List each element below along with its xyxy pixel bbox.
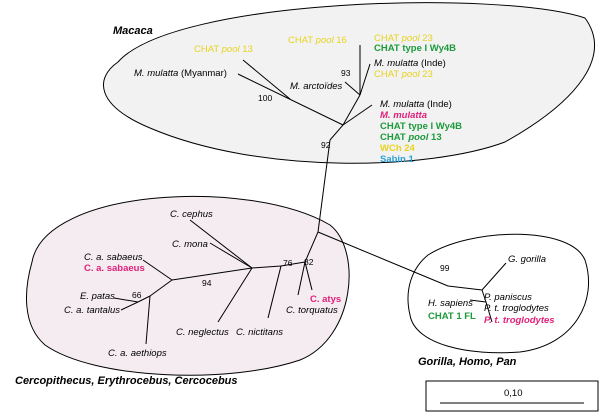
edge-93-arctoides (344, 81, 361, 96)
tree-edges (113, 45, 507, 345)
label-h-sapiens: H. sapiens (428, 298, 473, 309)
label-chat1fl: CHAT 1 FL (428, 311, 476, 322)
label-c-a-aethiops: C. a. aethiops (108, 348, 167, 359)
label-c-a-tantalus: C. a. tantalus (64, 305, 120, 316)
edge-94-sabaeus (142, 259, 173, 281)
region-hominids (407, 233, 589, 354)
edge-66-tantalus (120, 301, 139, 311)
label-p-t-troglodytes-pink: P. t. troglodytes (484, 315, 555, 326)
edge-aethiops (145, 295, 151, 345)
label-c-a-sabaeus-pink: C. a. sabaeus (84, 263, 145, 274)
edge-to-hominids (317, 231, 449, 287)
label-c-nictitans: C. nictitans (236, 327, 283, 338)
label-c-a-sabaeus: C. a. sabaeus (84, 252, 143, 263)
edge-cephus (189, 219, 253, 269)
group-label-cercopithecus: Cercopithecus, Erythrocebus, Cercocebus (15, 375, 238, 387)
edge-pan (485, 301, 493, 323)
label-c-cephus: C. cephus (170, 209, 213, 220)
edge-homo (469, 299, 487, 303)
edge-66-patas (113, 297, 139, 303)
group-label-macaca: Macaca (113, 25, 153, 37)
edge-82-torq (297, 261, 306, 296)
label-g-gorilla: G. gorilla (508, 254, 546, 265)
edge-to-93 (342, 94, 361, 126)
bootstrap-82: 82 (304, 257, 314, 267)
label-c-mona: C. mona (172, 239, 208, 250)
label-mm-inde-a: M. mulatta (Inde) (374, 58, 446, 69)
label-m-mulatta-pink: M. mulatta (380, 110, 427, 121)
edge-to-cerco (304, 231, 319, 263)
label-p-paniscus: P. paniscus (484, 292, 532, 303)
bootstrap-94: 94 (202, 278, 212, 288)
label-chat-type-a: CHAT type I Wy4B (374, 43, 456, 54)
bootstrap-92: 92 (321, 140, 331, 150)
edge-94-inner (149, 279, 173, 297)
edge-93-inde-a (359, 63, 371, 96)
edge-neglectus (217, 267, 253, 323)
bootstrap-100: 100 (258, 93, 272, 103)
bootstrap-99: 99 (440, 263, 450, 273)
bootstrap-76: 76 (283, 258, 293, 268)
edge-mona (209, 242, 253, 269)
group-label-hominids: Gorilla, Homo, Pan (418, 356, 517, 368)
label-mm-inde-b: M. mulatta (Inde) (380, 99, 452, 110)
bootstrap-93: 93 (341, 68, 351, 78)
edge-trunk (317, 139, 331, 233)
label-m-arctoides: M. arctoïdes (290, 81, 343, 92)
label-mm-myanmar: M. mulatta (Myanmar) (134, 68, 227, 79)
edge-76-nict (267, 265, 282, 319)
edge-mm-inde-b (342, 104, 373, 126)
label-c-torquatus: C. torquatus (286, 305, 338, 316)
label-c-atys: C. atys (310, 294, 341, 305)
label-wch24: WCh 24 (380, 143, 416, 154)
edge-pan-homo (481, 289, 487, 303)
edge-hom-stem (447, 285, 483, 291)
edge-76-stem (251, 265, 282, 269)
edge-82-atys (304, 261, 313, 291)
edge-macaca-stem (329, 124, 344, 141)
label-chat-pool23-a: CHAT pool 23 (374, 33, 433, 44)
scale-bar-label: 0,10 (504, 388, 523, 399)
label-e-patas: E. patas (80, 291, 115, 302)
region-macaca (103, 2, 595, 164)
region-cercopithecus (25, 195, 350, 376)
edge-to-myanmar (237, 73, 344, 126)
label-chat-pool13-top: CHAT pool 13 (194, 44, 253, 55)
label-chat-type-b: CHAT type I Wy4B (380, 121, 462, 132)
label-sabin1: Sabin 1 (380, 154, 415, 165)
edge-gorilla (481, 262, 507, 291)
label-c-neglectus: C. neglectus (176, 327, 229, 338)
label-chat-pool13-b: CHAT pool 13 (380, 132, 442, 143)
edge-82-76 (280, 261, 306, 267)
bootstrap-66: 66 (132, 290, 142, 300)
edge-chat13-top (242, 59, 291, 100)
label-chat-pool23-b: CHAT pool 23 (374, 69, 433, 80)
edge-66-stem (137, 295, 151, 303)
label-p-t-troglodytes: P. t. troglodytes (484, 303, 549, 314)
scale-bar: 0,10 (425, 380, 599, 412)
edge-to-94 (171, 267, 253, 281)
label-chat-pool16: CHAT pool 16 (288, 35, 347, 46)
scale-bar-frame (425, 380, 599, 412)
